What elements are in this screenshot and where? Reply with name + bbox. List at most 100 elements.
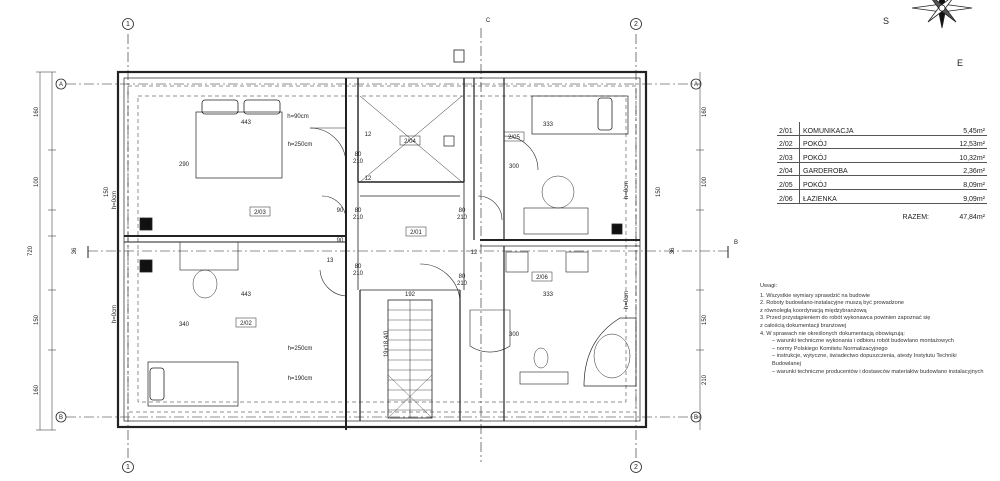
note-item: 4. W sprawach nie określonych dokumentac… [760,330,905,337]
height-0-left-top: h=0cm [112,191,118,209]
dim-90-a: 90 [337,208,344,214]
dim-12-a: 12 [365,132,372,138]
axis-label-2-bottom: 2 [634,464,638,471]
dim-210-c: 210 [457,215,468,221]
height-0-right-bottom: h=0cm [624,291,630,309]
dim-90-b: 90 [337,238,344,244]
room-tag-2-01: 2/01 [410,230,422,236]
dim-12-c: 12 [471,250,478,256]
room-number: 2/03 [777,149,800,162]
room-tag-2-03: 2/03 [254,210,266,216]
stair-dimension: 19x18.4/0 [384,330,390,357]
note-sub-item: – warunki techniczne wykonania i odbioru… [772,338,954,345]
dim-right-150-inner: 150 [656,186,662,197]
room-name: POKÓJ [803,141,827,149]
note-item: 3. Przed przystąpieniem do robót wykonaw… [760,315,931,322]
notes-title: Uwagi: [760,283,778,289]
dim-80-210-a: 80 [355,152,362,158]
dim-443-bottom: 443 [241,292,252,298]
axis-label-1-top: 1 [126,21,130,28]
dim-left-160: 160 [34,106,40,117]
room-area: 8,09m² [963,181,985,189]
room-number: 2/04 [777,162,800,176]
dim-right-160: 160 [702,106,708,117]
dim-340: 340 [179,322,190,328]
room-name: POKÓJ [803,181,827,189]
room-name: GARDEROBA [803,168,848,176]
dim-right-100: 100 [702,176,708,187]
dim-210-b: 210 [353,215,364,221]
axis-label-a-right: A [694,82,698,88]
dim-300-top: 300 [509,164,520,170]
dim-left-100: 100 [34,176,40,187]
room-row: 2/04 GARDEROBA 2,36m² [777,162,987,177]
dim-290: 290 [179,162,190,168]
height-0-right-top: h=0cm [624,181,630,199]
dim-300-bottom: 300 [509,332,520,338]
height-190: h=190cm [288,376,313,382]
axis-label-b-right: B [694,415,698,421]
room-number: 2/02 [777,135,800,149]
note-item: 2. Roboty budowlano-instalacyjne muszą b… [760,300,904,307]
room-total-row: RAZEM: 47,84m² [777,214,987,221]
room-area: 2,36m² [963,168,985,176]
dim-80-e: 80 [459,274,466,280]
axis-label-a-left: A [59,82,63,88]
note-sub-item: – warunki techniczne producentów i dosta… [772,368,984,375]
note-sub-item: – normy Polskiego Komitetu Normalizacyjn… [772,345,888,352]
room-row: 2/02 POKÓJ 12,53m² [777,135,987,150]
compass-east-label: E [957,58,963,68]
dim-333-bottom: 333 [543,292,554,298]
section-mark-c: C [486,18,491,24]
dim-210-a: 210 [353,159,364,165]
room-number: 2/01 [777,122,800,135]
room-area: 5,45m² [963,127,985,135]
dim-210-d: 210 [353,271,364,277]
room-area: 9,09m² [963,195,985,203]
dim-210-e: 210 [457,281,468,287]
room-name: KOMUNIKACJA [803,127,854,135]
height-0-left-bottom: h=0cm [112,305,118,323]
room-name: ŁAZIENKA [803,195,837,203]
dim-12-b: 12 [365,176,372,182]
height-250-bottom: h=250cm [288,346,313,352]
notes-block: Uwagi: 1. Wszystkie wymiary sprawdzić na… [760,283,990,376]
height-90: h=90cm [287,114,309,120]
note-item: z całością dokumentacji branżowej [760,322,847,329]
dim-80-c: 80 [459,208,466,214]
room-area: 10,32m² [959,154,985,162]
room-number: 2/06 [777,189,800,203]
total-area: 47,84m² [959,213,985,221]
note-sub-item: Budowlanej [772,360,801,367]
axis-label-b-left: B [59,415,63,421]
room-tag-2-05: 2/05 [508,135,520,141]
room-tag-2-06: 2/06 [536,275,548,281]
room-row: 2/03 POKÓJ 10,32m² [777,149,987,163]
dim-left-160-b: 160 [34,384,40,395]
dim-80-b: 80 [355,208,362,214]
room-schedule-table: 2/01 KOMUNIKACJA 5,45m² 2/02 POKÓJ 12,53… [777,122,987,221]
dim-333-top: 333 [543,122,554,128]
dim-left-150-inner: 150 [104,186,110,197]
dim-left-36: 36 [72,247,78,254]
room-row: 2/06 ŁAZIENKA 9,09m² [777,189,987,204]
dim-443-top: 443 [241,120,252,126]
dim-right-36: 36 [670,247,676,254]
axis-label-2-top: 2 [634,21,638,28]
dim-13: 13 [327,258,334,264]
dim-192: 192 [405,292,416,298]
room-number: 2/05 [777,176,800,189]
dim-80-d: 80 [355,264,362,270]
note-item: 1. Wszystkie wymiary sprawdzić na budowi… [760,292,871,299]
note-item: z równoległą koordynacją międzybranżową [760,307,867,314]
axis-label-1-bottom: 1 [126,464,130,471]
room-row: 2/01 KOMUNIKACJA 5,45m² [777,122,987,136]
section-mark-b: B [734,240,738,246]
compass-south-label: S [883,16,889,26]
room-tag-2-02: 2/02 [240,321,252,327]
dim-left-720: 720 [28,245,34,256]
dim-left-150: 150 [34,314,40,325]
height-250-top: h=250cm [288,142,313,148]
room-area: 12,53m² [959,141,985,149]
